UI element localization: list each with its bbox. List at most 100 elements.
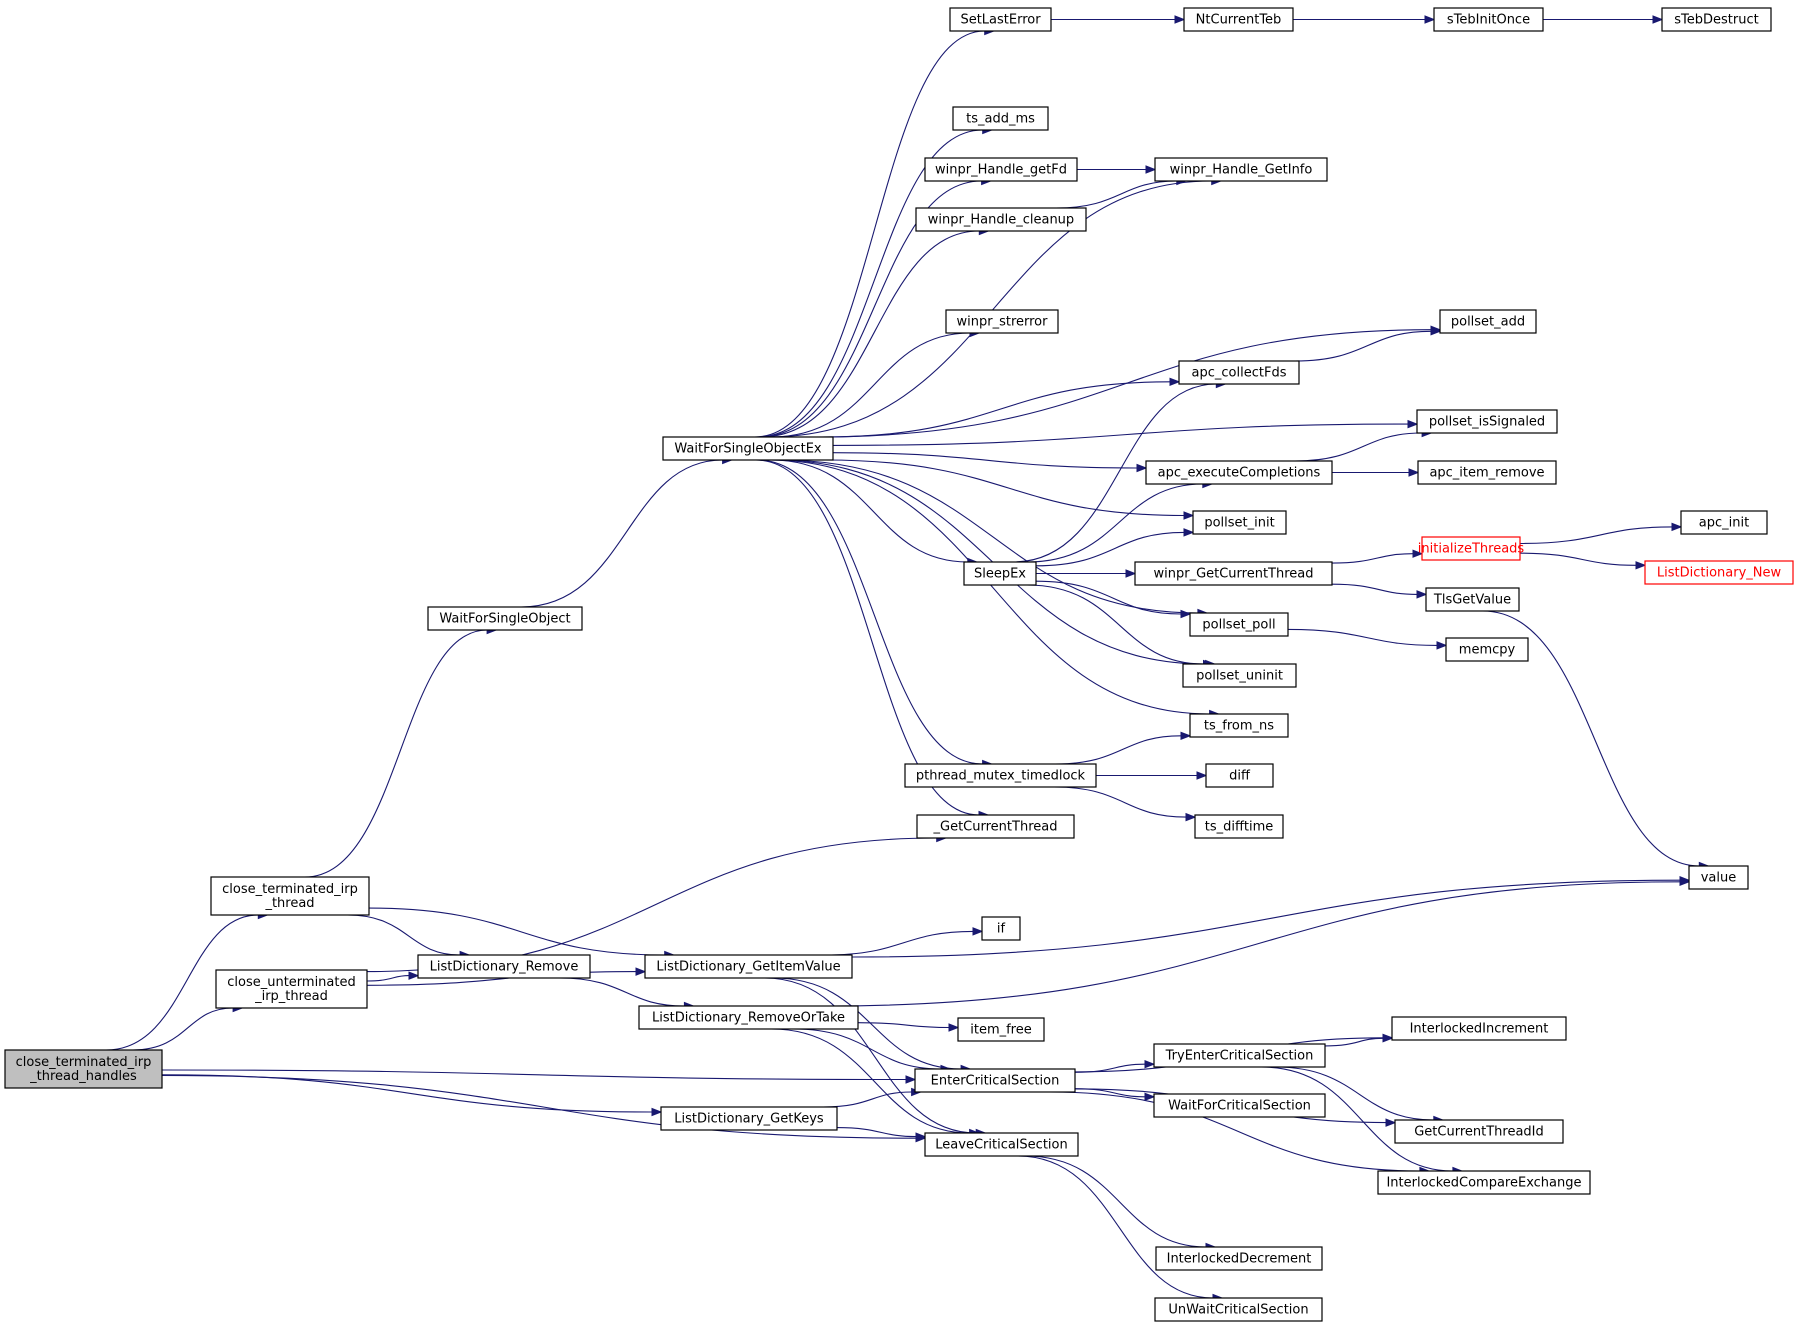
node-diff[interactable]: diff — [1205, 763, 1274, 788]
node-box — [1688, 865, 1749, 890]
edge-hgfd-to-hgi — [1077, 165, 1157, 174]
node-air[interactable]: apc_item_remove — [1417, 460, 1557, 485]
node-tsaddms[interactable]: ts_add_ms — [952, 106, 1049, 131]
edge-line — [836, 1127, 917, 1138]
node-ppoll[interactable]: pollset_poll — [1189, 612, 1289, 637]
edge-line — [1050, 1091, 1420, 1172]
edge-line — [1056, 180, 1177, 209]
node-label: InterlockedIncrement — [1410, 1022, 1549, 1037]
node-label: ListDictionary_RemoveOrTake — [652, 1011, 845, 1026]
node-label: pollset_add — [1451, 315, 1525, 330]
edge-sleepex-to-ppoll — [1035, 580, 1192, 619]
edge-ldgk-to-ecs — [823, 1087, 922, 1108]
node-label: diff — [1229, 769, 1251, 784]
node-nct[interactable]: NtCurrentTeb — [1183, 7, 1294, 32]
edge-ctit-to-ldgiv — [368, 907, 676, 960]
node-pmt[interactable]: pthread_mutex_timedlock — [904, 763, 1097, 788]
node-sle[interactable]: SetLastError — [949, 7, 1052, 32]
edge-ctit-to-ldrem — [347, 914, 471, 960]
node-box — [1421, 536, 1521, 561]
node-box — [1680, 510, 1768, 535]
edge-line — [1275, 1066, 1434, 1121]
node-box — [914, 1068, 1076, 1093]
node-apcinit[interactable]: apc_init — [1680, 510, 1768, 535]
node-value[interactable]: value — [1688, 865, 1749, 890]
node-wgct[interactable]: winpr_GetCurrentThread — [1134, 561, 1333, 586]
node-box — [644, 954, 853, 979]
arrowhead-icon — [1652, 15, 1664, 24]
node-label: apc_init — [1699, 516, 1749, 531]
edge-line — [1025, 1155, 1207, 1248]
node-iinc[interactable]: InterlockedIncrement — [1391, 1016, 1567, 1041]
edge-line — [1519, 552, 1637, 566]
node-psig[interactable]: pollset_isSignaled — [1416, 409, 1558, 434]
node-stio[interactable]: sTebInitOnce — [1433, 7, 1544, 32]
node-padd[interactable]: pollset_add — [1439, 309, 1537, 334]
node-label: ts_difftime — [1205, 820, 1274, 835]
edge-line — [1054, 786, 1187, 818]
node-itemfree[interactable]: item_free — [957, 1017, 1045, 1042]
node-uwcs[interactable]: UnWaitCriticalSection — [1154, 1297, 1323, 1322]
node-pinit[interactable]: pollset_init — [1192, 510, 1287, 535]
node-sleepex[interactable]: SleepEx — [963, 561, 1037, 586]
node-ecs[interactable]: EnterCriticalSection — [914, 1068, 1076, 1093]
node-std[interactable]: sTebDestruct — [1661, 7, 1772, 32]
node-box — [1416, 409, 1558, 434]
node-ctit[interactable]: close_terminated_irp_thread — [210, 876, 370, 916]
arrowhead-icon — [1136, 463, 1148, 473]
node-hgi[interactable]: winpr_Handle_GetInfo — [1154, 157, 1328, 182]
node-tecs[interactable]: TryEnterCriticalSection — [1153, 1043, 1326, 1068]
arrowhead-icon — [905, 1075, 917, 1084]
node-tsfns[interactable]: ts_from_ns — [1189, 713, 1289, 738]
edge-sleepex-to-wgct — [1036, 569, 1137, 578]
node-memcpy[interactable]: memcpy — [1445, 637, 1529, 662]
node-box — [4, 1049, 163, 1089]
node-label: SleepEx — [974, 567, 1026, 582]
node-label: pollset_isSignaled — [1429, 415, 1545, 430]
node-hcl[interactable]: winpr_Handle_cleanup — [915, 207, 1087, 232]
edge-line — [1026, 584, 1204, 665]
node-box — [1145, 460, 1333, 485]
arrowhead-icon — [1385, 1118, 1397, 1127]
arrowhead-icon — [1144, 1092, 1156, 1102]
edge-wfsoex-to-sle — [754, 26, 996, 438]
node-ldnew[interactable]: ListDictionary_New — [1644, 560, 1794, 585]
node-lcs[interactable]: LeaveCriticalSection — [924, 1132, 1079, 1157]
node-hgfd[interactable]: winpr_Handle_getFd — [924, 157, 1078, 182]
arrowhead-icon — [1679, 877, 1691, 887]
node-ldrot[interactable]: ListDictionary_RemoveOrTake — [638, 1005, 859, 1030]
node-wfcs[interactable]: WaitForCriticalSection — [1153, 1093, 1326, 1118]
node-gctid[interactable]: GetCurrentThreadId — [1394, 1119, 1564, 1144]
node-tsdt[interactable]: ts_difftime — [1194, 814, 1284, 839]
node-ldgiv[interactable]: ListDictionary_GetItemValue — [644, 954, 853, 979]
node-label: WaitForCriticalSection — [1168, 1099, 1311, 1114]
node-ldgk[interactable]: ListDictionary_GetKeys — [660, 1106, 838, 1131]
edge-wfsoex-to-pmt — [756, 459, 993, 769]
node-acf[interactable]: apc_collectFds — [1178, 360, 1300, 385]
edge-line — [1027, 483, 1203, 563]
node-ldrem[interactable]: ListDictionary_Remove — [417, 954, 591, 979]
node-cuit[interactable]: close_unterminated_irp_thread — [215, 969, 368, 1009]
node-idec[interactable]: InterlockedDecrement — [1155, 1246, 1323, 1271]
node-puninit[interactable]: pollset_uninit — [1182, 663, 1297, 688]
arrowhead-icon — [1145, 165, 1157, 174]
arrowhead-icon — [1183, 528, 1195, 537]
node-if[interactable]: if — [981, 916, 1021, 941]
node-aec[interactable]: apc_executeCompletions — [1145, 460, 1333, 485]
node-label: EnterCriticalSection — [931, 1074, 1060, 1089]
node-label: pollset_poll — [1202, 618, 1275, 633]
edge-wfsoex-to-pinit — [824, 459, 1195, 520]
node-wstr[interactable]: winpr_strerror — [945, 309, 1059, 334]
node-root[interactable]: close_terminated_irp_thread_handles — [4, 1049, 163, 1089]
node-label: TlsGetValue — [1433, 593, 1511, 608]
node-ice[interactable]: InterlockedCompareExchange — [1377, 1170, 1591, 1195]
node-wfsoex[interactable]: WaitForSingleObjectEx — [662, 436, 834, 461]
node-initt[interactable]: initializeThreads — [1418, 536, 1525, 561]
node-tgv[interactable]: TlsGetValue — [1425, 587, 1520, 612]
node-wfso[interactable]: WaitForSingleObject — [427, 606, 583, 631]
node-gct[interactable]: _GetCurrentThread — [916, 814, 1075, 839]
edge-root-to-cuit — [132, 1003, 244, 1051]
arrowhead-icon — [1407, 419, 1419, 429]
edge-wfsoex-to-padd — [814, 325, 1442, 438]
edge-hcl-to-hgi — [1056, 176, 1188, 209]
